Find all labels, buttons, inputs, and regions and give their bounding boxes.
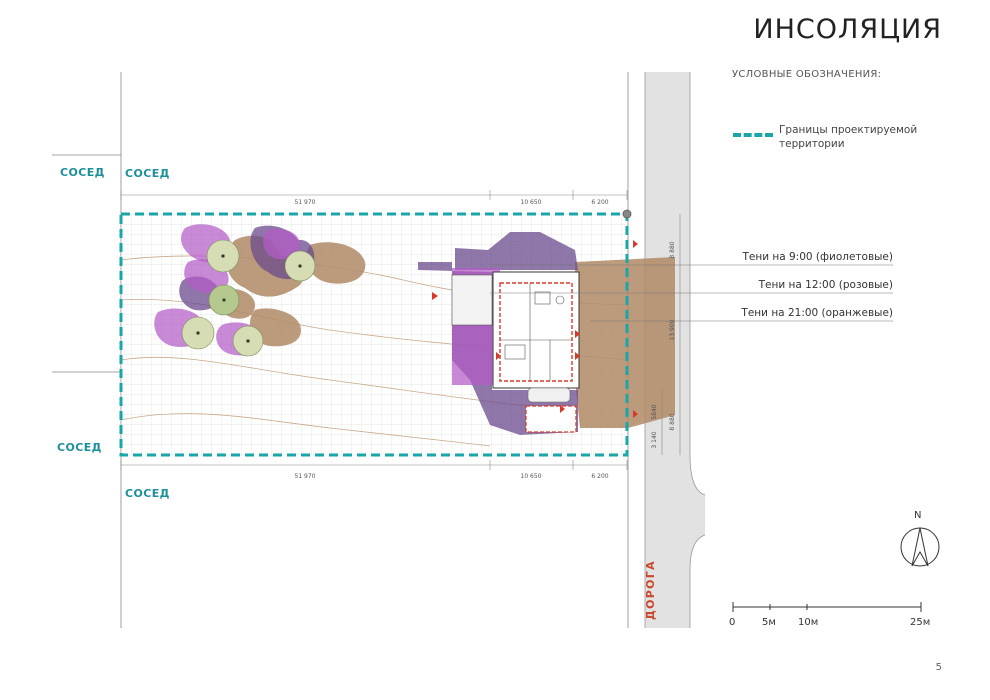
scale-label-10: 10м — [798, 617, 819, 628]
dim-right-1: 8 880 — [669, 241, 676, 258]
shadows-evening — [219, 235, 675, 428]
shadow-label-evening: Тени на 21:00 (оранжевые) — [741, 307, 893, 319]
dim-right-4: 5840 — [651, 404, 658, 419]
page-title: ИНСОЛЯЦИЯ — [753, 14, 942, 45]
shadow-label-noon: Тени на 12:00 (розовые) — [758, 279, 893, 291]
shadow-label-morning: Тени на 9:00 (фиолетовые) — [742, 251, 893, 263]
legend-boundary-label: Границы проектируемой территории — [779, 124, 918, 150]
territory-boundary — [119, 212, 629, 457]
dim-right-2: 13 900 — [669, 319, 676, 340]
trees — [181, 239, 316, 357]
dim-bottom-2: 10 650 — [521, 473, 542, 480]
house-plan — [432, 240, 638, 433]
neighbor-label-left-top: СОСЕД — [60, 166, 105, 179]
dim-right-3: 8 880 — [669, 413, 676, 430]
boundary-corner-marker — [622, 209, 632, 219]
north-arrow — [900, 527, 940, 567]
neighbor-label-left-bottom: СОСЕД — [57, 441, 102, 454]
dim-bottom-3: 6 200 — [591, 473, 608, 480]
scale-bar — [732, 602, 922, 612]
dim-top-3: 6 200 — [591, 199, 608, 206]
dim-top-2: 10 650 — [521, 199, 542, 206]
page-number: 5 — [935, 662, 942, 673]
dim-bottom-1: 51 970 — [295, 473, 316, 480]
neighbor-label-bottom: СОСЕД — [125, 487, 170, 500]
legend-heading: УСЛОВНЫЕ ОБОЗНАЧЕНИЯ: — [732, 69, 882, 80]
legend-boundary-swatch — [733, 133, 773, 137]
callout-leaders — [490, 264, 893, 322]
road-label: ДОРОГА — [644, 560, 657, 620]
dim-top-1: 51 970 — [295, 199, 316, 206]
dimension-lines — [120, 190, 681, 470]
neighbor-label-top: СОСЕД — [125, 167, 170, 180]
dim-right-5: 3 140 — [651, 431, 658, 448]
north-label: N — [914, 510, 922, 521]
scale-label-25: 25м — [910, 617, 931, 628]
scale-label-5: 5м — [762, 617, 776, 628]
scale-label-0: 0 — [729, 617, 736, 628]
